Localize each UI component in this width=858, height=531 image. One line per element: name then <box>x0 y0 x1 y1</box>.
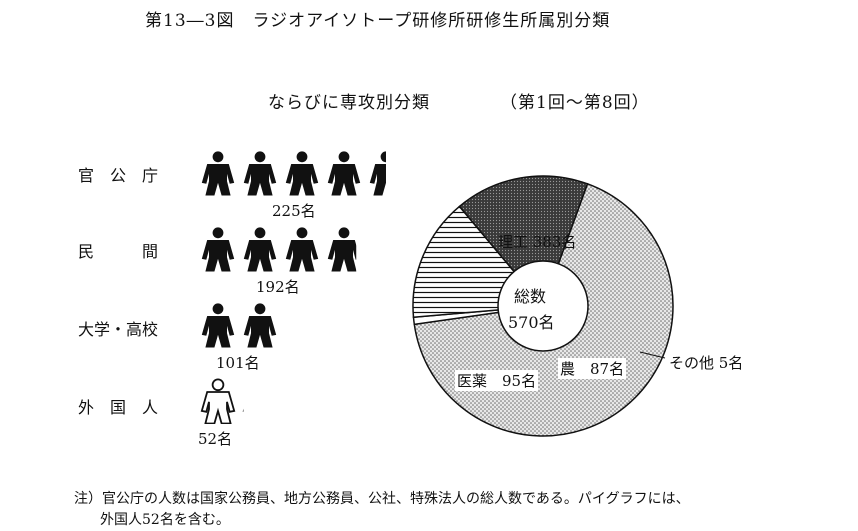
footnote: 注）官公庁の人数は国家公務員、地方公務員、公社、特殊法人の総人数である。パイグラ… <box>74 491 690 507</box>
chart-subtitle-period: （第1回〜第8回） <box>500 93 650 113</box>
row-label-university: 大学・高校 <box>78 320 159 339</box>
pictogram-row-government <box>201 148 388 198</box>
footnote-line2: 外国人52名を含む。 <box>100 512 230 528</box>
row-count-university: 101名 <box>216 354 260 372</box>
row-count-government: 225名 <box>272 202 316 220</box>
row-label-foreign: 外 国 人 <box>78 398 159 417</box>
partial-icon-mask <box>386 148 388 198</box>
row-label-private: 民 間 <box>78 242 159 261</box>
slice-label-medicine: 医薬 95名 <box>455 370 539 391</box>
leader-line-other <box>639 351 666 359</box>
row-label-government: 官 公 庁 <box>78 166 159 185</box>
pictogram-chart <box>200 148 388 426</box>
chart-title: 第13―3図 ラジオアイソトープ研修所研修生所属別分類 <box>145 11 611 31</box>
slice-label-other: その他 5名 <box>667 352 746 373</box>
row-count-private: 192名 <box>256 278 300 296</box>
partial-icon-mask <box>356 224 364 274</box>
row-count-foreign: 52名 <box>198 430 233 448</box>
pictogram-row-private <box>201 224 364 274</box>
partial-icon-mask <box>284 300 295 350</box>
partial-icon-mask <box>243 376 255 426</box>
pie-center-total: 570名 <box>508 313 555 332</box>
slice-label-agriculture: 農 87名 <box>558 358 627 379</box>
pie-center-hole <box>497 260 589 352</box>
slice-medicine <box>458 175 589 308</box>
chart-subtitle: ならびに専攻別分類 <box>268 93 430 113</box>
pictogram-row-university <box>201 300 295 350</box>
slice-label-engineering: 理工 383名 <box>498 233 577 251</box>
pictogram-row-foreign <box>200 376 255 426</box>
pie-center-label: 総数 <box>514 287 547 306</box>
